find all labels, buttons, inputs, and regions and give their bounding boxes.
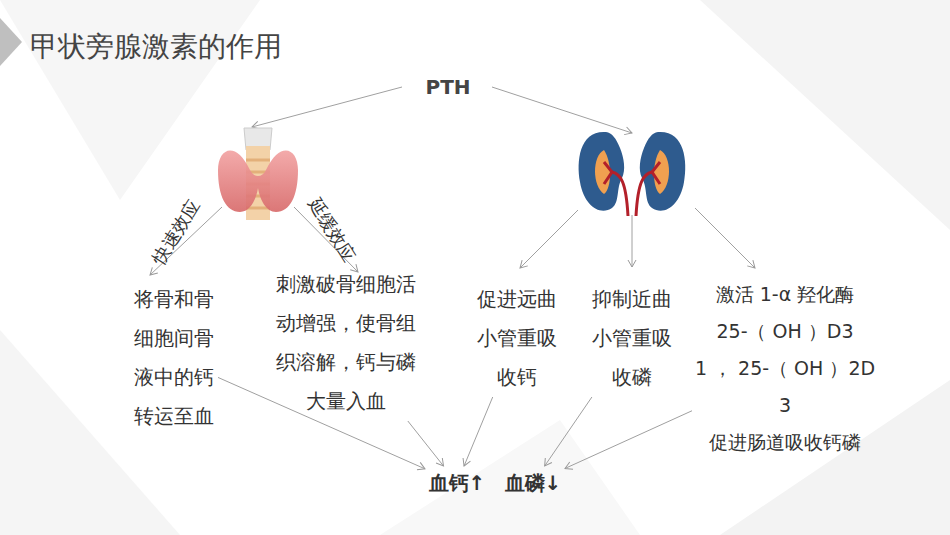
text-node: 促进远曲小管重吸收钙 xyxy=(473,280,561,397)
node-text: 25-（ OH ）D3 xyxy=(692,313,878,350)
text-node: 激活 1-α 羟化酶25-（ OH ）D31 ， 25-（ OH ）2D3促进肠… xyxy=(692,276,878,461)
text-node: 将骨和骨细胞间骨液中的钙转运至血 xyxy=(130,280,218,436)
effect-label: 延缓效应 xyxy=(303,193,362,267)
node-text: 血磷↓ xyxy=(501,466,565,500)
node-text: 促进远曲小管重吸收钙 xyxy=(473,280,561,397)
text-node: 血磷↓ xyxy=(501,466,565,500)
node-text: 血钙↑ xyxy=(425,466,489,500)
node-text: 1 ， 25-（ OH ）2D3 xyxy=(692,350,878,424)
node-text: PTH xyxy=(408,72,488,102)
thyroid-illustration xyxy=(218,128,298,220)
node-text: 激活 1-α 羟化酶 xyxy=(692,276,878,313)
leader-arrow xyxy=(252,87,402,127)
text-node: 抑制近曲小管重吸收磷 xyxy=(588,280,676,397)
slide-title: 甲状旁腺激素的作用 xyxy=(30,28,282,66)
bg-facet xyxy=(0,330,180,535)
kidney-illustration xyxy=(579,132,686,216)
effect-arrow xyxy=(545,397,592,466)
bg-facet xyxy=(700,0,950,230)
leader-arrow xyxy=(520,210,578,268)
bg-facet xyxy=(720,380,950,535)
bg-facet xyxy=(380,420,640,535)
text-node: 刺激破骨细胞活动增强，使骨组织溶解，钙与磷大量入血 xyxy=(272,265,420,421)
effect-arrow xyxy=(464,397,493,466)
leader-arrow xyxy=(492,87,632,133)
node-text: 将骨和骨细胞间骨液中的钙转运至血 xyxy=(130,280,218,436)
node-text: 促进肠道吸收钙磷 xyxy=(692,424,878,461)
node-text: 抑制近曲小管重吸收磷 xyxy=(588,280,676,397)
text-node: PTH xyxy=(408,72,488,102)
effect-arrow xyxy=(565,411,692,469)
effect-arrow xyxy=(408,421,444,466)
text-node: 血钙↑ xyxy=(425,466,489,500)
leader-arrow xyxy=(695,208,755,268)
title-marker xyxy=(0,18,22,66)
effect-label: 快速效应 xyxy=(147,195,206,269)
node-text: 刺激破骨细胞活动增强，使骨组织溶解，钙与磷大量入血 xyxy=(272,265,420,421)
leader-arrow xyxy=(632,215,633,267)
